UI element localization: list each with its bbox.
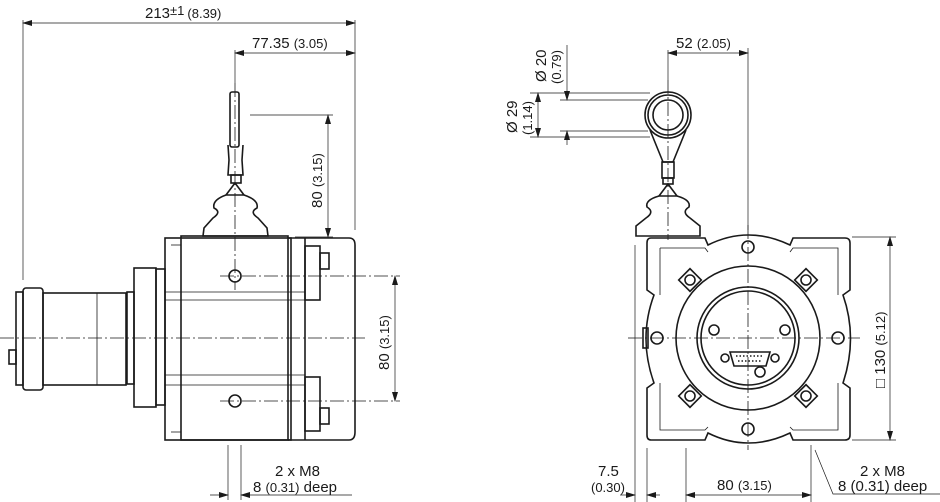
eye-outer-diameter-inch: (1.14) bbox=[520, 101, 535, 135]
eye-outer-diameter-label: Ø 29 bbox=[504, 100, 521, 133]
front-hole-spacing-label: 80 (3.15) bbox=[717, 477, 772, 494]
edge-offset-label: 7.5 bbox=[598, 463, 619, 480]
front-thread-label: 2 x M8 bbox=[860, 463, 905, 480]
front-cable-offset-label: 52 (2.05) bbox=[676, 35, 731, 52]
square-size-label: □ 130 (5.12) bbox=[872, 312, 889, 388]
thread-depth-label: 8 (0.31) deep bbox=[253, 479, 337, 496]
edge-offset-inch: (0.30) bbox=[591, 480, 625, 495]
overall-length-label: 213±1(8.39) bbox=[145, 3, 221, 22]
cable-offset-label: 77.35 (3.05) bbox=[252, 35, 328, 52]
connector bbox=[720, 351, 780, 367]
thread-label: 2 x M8 bbox=[275, 463, 320, 480]
side-view: 213±1(8.39) 77.35 (3.05) 80 (3.15) 80 (3… bbox=[0, 3, 400, 500]
screws bbox=[650, 240, 845, 436]
front-thread-depth-label: 8 (0.31) deep bbox=[838, 478, 927, 495]
cable-height-label: 80 (3.15) bbox=[309, 153, 326, 208]
front-view: 52 (2.05) Ø 20 (0.79) Ø 29 (1.14) □ 130 … bbox=[504, 35, 940, 502]
hole-spacing-label: 80 (3.15) bbox=[376, 315, 393, 370]
eye-inner-diameter-label: Ø 20 bbox=[533, 49, 550, 82]
eye-inner-diameter-inch: (0.79) bbox=[549, 50, 564, 84]
